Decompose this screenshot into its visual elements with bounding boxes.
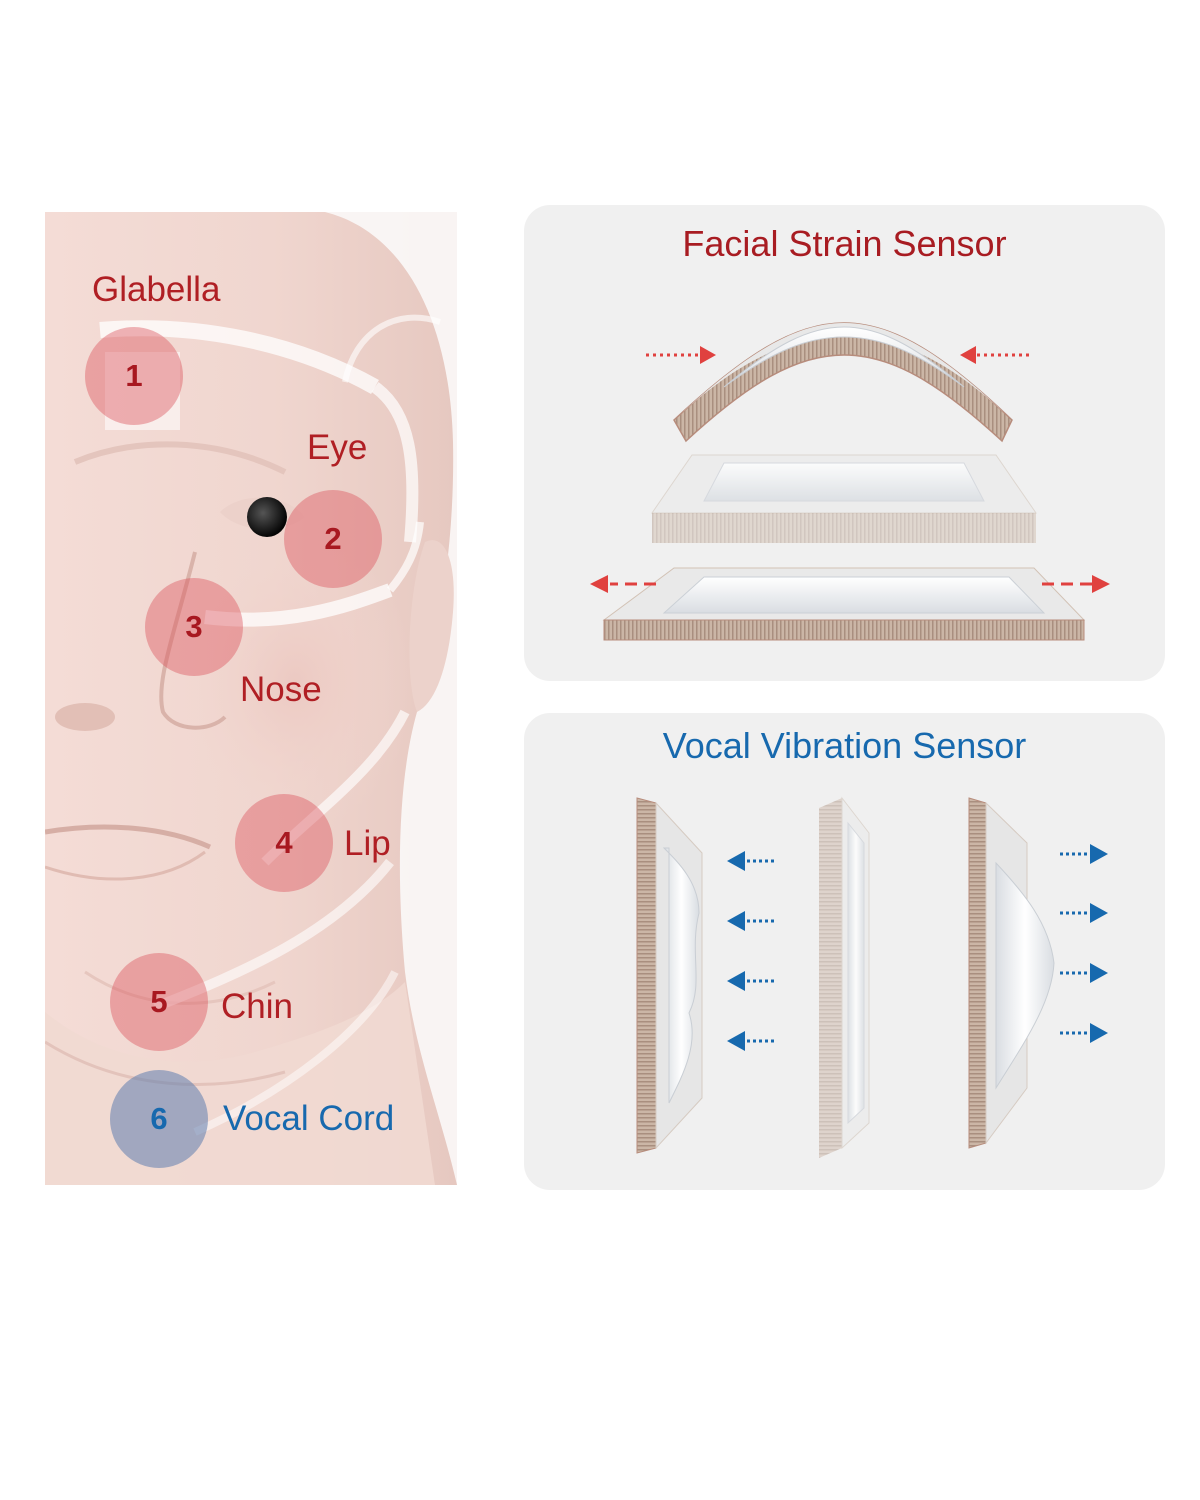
site-marker-3: 3 bbox=[145, 578, 243, 676]
site-marker-5: 5 bbox=[110, 953, 208, 1051]
glabella-patch bbox=[105, 352, 180, 430]
site-marker-4: 4 bbox=[235, 794, 333, 892]
vibration-arrows-right bbox=[1060, 844, 1108, 1043]
vibration-sensor-deflected-right bbox=[968, 797, 1055, 1149]
vibration-sensor-neutral bbox=[819, 796, 870, 1158]
site-label-vocal-cord: Vocal Cord bbox=[223, 1099, 395, 1138]
strain-sensor-stretched bbox=[602, 567, 1086, 641]
site-marker-1: 1 bbox=[85, 327, 183, 425]
strain-sensor-states bbox=[590, 322, 1110, 641]
strain-sensor-relaxed bbox=[651, 454, 1037, 543]
site-label-lip: Lip bbox=[344, 824, 391, 863]
site-label-eye: Eye bbox=[307, 428, 368, 467]
facial-strain-sensor-panel: Facial Strain Sensor bbox=[524, 205, 1165, 681]
vibration-sensor-deflected-left bbox=[636, 797, 703, 1154]
stretch-arrow-right bbox=[1042, 575, 1110, 593]
site-label-chin: Chin bbox=[221, 987, 293, 1026]
ear-shape bbox=[409, 540, 454, 712]
face-illustration: Glabella 1 Eye 2 3 Nose 4 Lip 5 Chin 6 V… bbox=[45, 212, 457, 1185]
vocal-vibration-sensor-panel: Vocal Vibration Sensor bbox=[524, 713, 1165, 1190]
vibration-arrows-left bbox=[727, 851, 774, 1051]
vibration-sensor-states bbox=[636, 796, 1108, 1158]
mannequin-head bbox=[45, 212, 457, 1185]
panel-title-strain: Facial Strain Sensor bbox=[682, 223, 1007, 264]
site-marker-6: 6 bbox=[110, 1070, 208, 1168]
strain-sensor-compressed bbox=[673, 322, 1013, 443]
eye-shape bbox=[247, 497, 287, 537]
panel-title-vibration: Vocal Vibration Sensor bbox=[662, 725, 1027, 766]
stretch-arrow-left bbox=[590, 575, 656, 593]
site-label-glabella: Glabella bbox=[92, 270, 221, 309]
compress-arrow-left bbox=[646, 346, 716, 364]
site-marker-2: 2 bbox=[284, 490, 382, 588]
compress-arrow-right bbox=[960, 346, 1029, 364]
adhesive-tape-wiring bbox=[99, 314, 441, 1136]
site-label-nose: Nose bbox=[240, 670, 322, 709]
